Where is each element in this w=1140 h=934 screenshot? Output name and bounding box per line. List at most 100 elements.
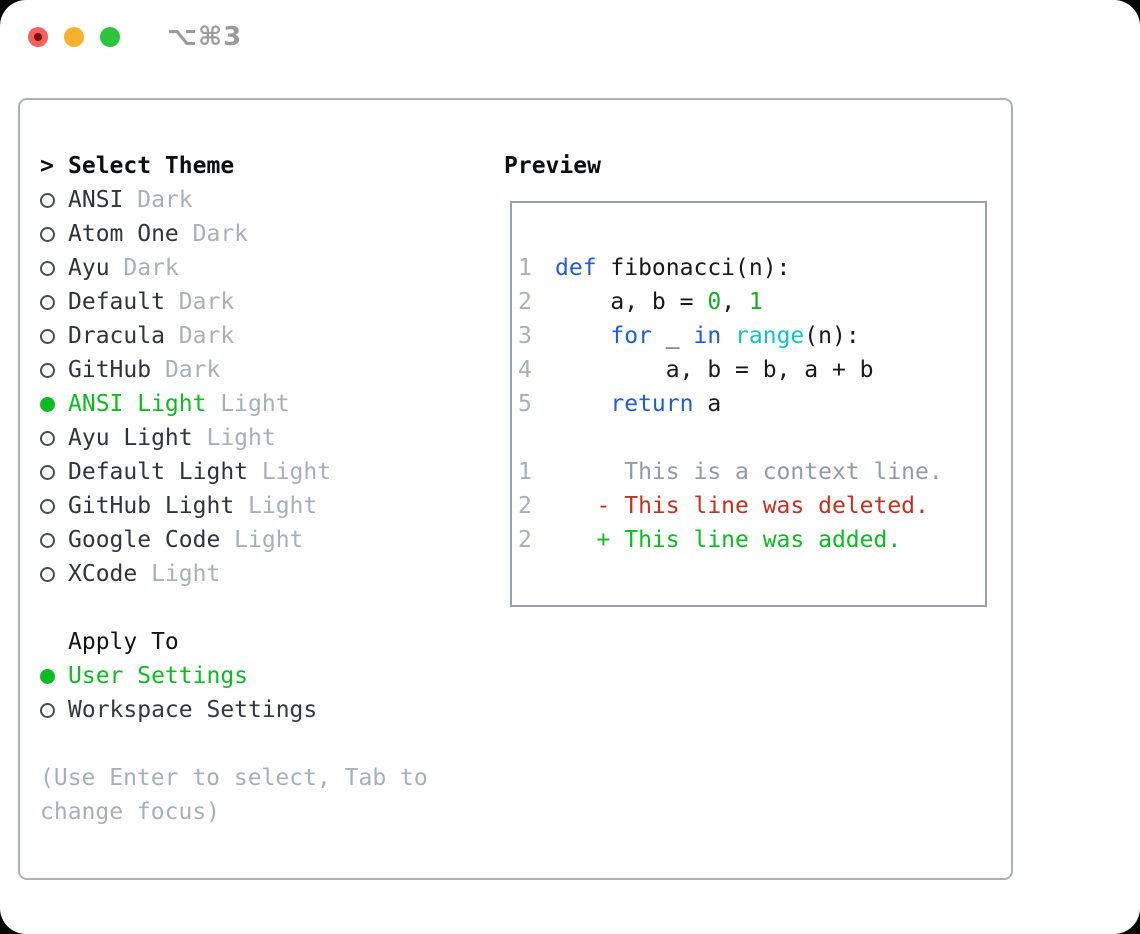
radio-icon xyxy=(40,668,55,684)
code-token xyxy=(555,323,610,349)
theme-variant: Light xyxy=(248,493,318,519)
theme-variant: Light xyxy=(206,425,276,451)
apply-option-label: User Settings xyxy=(68,663,249,689)
code-token: range xyxy=(735,323,805,349)
apply-option-workspace-settings[interactable]: Workspace Settings xyxy=(40,693,504,727)
preview-title: Preview xyxy=(504,153,601,179)
theme-variant: Light xyxy=(234,527,304,553)
theme-name: ANSI xyxy=(68,187,124,213)
line-number: 2 xyxy=(518,493,532,519)
theme-option-ansi-light[interactable]: ANSI Light Light xyxy=(40,387,504,421)
select-theme-title: Select Theme xyxy=(68,153,235,179)
theme-variant: Dark xyxy=(137,187,193,213)
theme-variant: Light xyxy=(261,459,332,485)
code-token: a, b = b, a + b xyxy=(555,357,874,383)
spacer xyxy=(40,591,504,625)
code-token: a, b = xyxy=(555,289,708,315)
theme-name: Dracula xyxy=(68,323,165,349)
theme-variant: Light xyxy=(151,561,221,587)
radio-icon xyxy=(40,328,55,344)
line-number: 1 xyxy=(518,255,532,281)
theme-name: XCode xyxy=(68,561,138,587)
code-token xyxy=(555,391,610,417)
select-theme-header: > Select Theme xyxy=(40,149,504,183)
apply-to-title: Apply To xyxy=(68,629,179,655)
code-token: return xyxy=(610,391,694,417)
code-token: (n): xyxy=(804,323,860,349)
diff-text: - This line was deleted. xyxy=(555,493,929,519)
diff-text: This is a context line. xyxy=(555,459,943,485)
diff-line-deleted: 2 - This line was deleted. xyxy=(516,489,977,523)
diff-line-context: 1 This is a context line. xyxy=(516,455,977,489)
apply-option-user-settings[interactable]: User Settings xyxy=(40,659,504,693)
radio-icon xyxy=(40,396,55,412)
theme-name: Ayu xyxy=(68,255,110,281)
theme-variant: Dark xyxy=(178,289,235,315)
theme-name: Default Light xyxy=(68,459,249,485)
titlebar: ⌥⌘3 xyxy=(28,22,243,52)
radio-icon xyxy=(40,294,55,310)
radio-icon xyxy=(40,702,55,718)
code-token: 0 xyxy=(707,289,722,315)
theme-option-default-light[interactable]: Default Light Light xyxy=(40,455,504,489)
code-line: 4 a, b = b, a + b xyxy=(516,353,977,387)
line-number: 1 xyxy=(518,459,532,485)
theme-option-xcode[interactable]: XCode Light xyxy=(40,557,504,591)
focus-prompt-icon: > xyxy=(40,153,54,179)
line-number: 5 xyxy=(518,391,532,417)
theme-option-google-code[interactable]: Google Code Light xyxy=(40,523,504,557)
zoom-button[interactable] xyxy=(100,27,120,47)
line-number: 2 xyxy=(518,289,532,315)
radio-icon xyxy=(40,260,55,276)
line-number: 4 xyxy=(518,357,532,383)
theme-option-ansi[interactable]: ANSI Dark xyxy=(40,183,504,217)
code-token: in xyxy=(693,323,722,349)
window-title: ⌥⌘3 xyxy=(167,22,243,52)
minimize-button[interactable] xyxy=(64,27,84,47)
theme-option-dracula[interactable]: Dracula Dark xyxy=(40,319,504,353)
theme-variant: Dark xyxy=(123,255,179,281)
theme-name: ANSI Light xyxy=(68,391,207,417)
radio-icon xyxy=(40,498,55,514)
blank-line xyxy=(516,421,977,455)
theme-option-ayu-light[interactable]: Ayu Light Light xyxy=(40,421,504,455)
theme-option-ayu[interactable]: Ayu Dark xyxy=(40,251,504,285)
theme-variant: Dark xyxy=(192,221,249,247)
theme-name: GitHub xyxy=(68,357,152,383)
code-token: , xyxy=(721,289,749,315)
line-number: 2 xyxy=(518,527,532,553)
theme-name: Ayu Light xyxy=(68,425,193,451)
close-button[interactable] xyxy=(28,27,48,47)
code-token: a xyxy=(693,391,722,417)
code-token xyxy=(721,323,735,349)
diff-preview: 1 This is a context line.2 - This line w… xyxy=(516,455,977,557)
theme-variant: Dark xyxy=(178,323,235,349)
code-token: for xyxy=(610,323,652,349)
theme-variant: Light xyxy=(220,391,290,417)
code-token: def xyxy=(555,255,597,281)
radio-icon xyxy=(40,226,55,242)
help-text: (Use Enter to select, Tab to change focu… xyxy=(40,765,428,825)
line-number: 3 xyxy=(518,323,532,349)
radio-icon xyxy=(40,464,55,480)
radio-icon xyxy=(40,362,55,378)
apply-to-header: Apply To xyxy=(40,625,504,659)
code-token: fibonacci(n): xyxy=(596,255,791,281)
code-line: 2 a, b = 0, 1 xyxy=(516,285,977,319)
radio-icon xyxy=(40,430,55,446)
code-line: 5 return a xyxy=(516,387,977,421)
theme-name: Google Code xyxy=(68,527,221,553)
code-line: 3 for _ in range(n): xyxy=(516,319,977,353)
radio-icon xyxy=(40,192,55,208)
